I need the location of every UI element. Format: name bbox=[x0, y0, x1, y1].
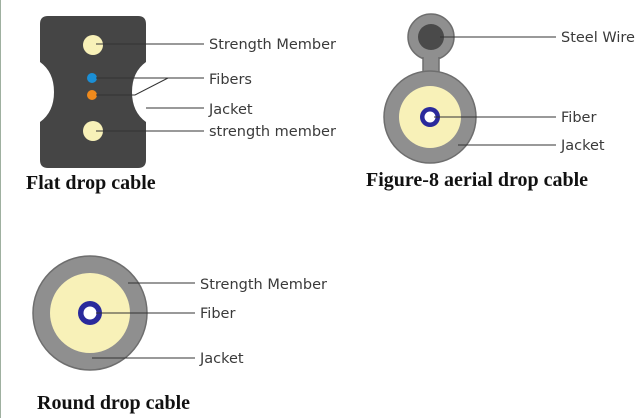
round-caption: Round drop cable bbox=[37, 392, 190, 414]
flat-strength-member-bottom bbox=[83, 121, 103, 141]
figure8-label-fiber: Fiber bbox=[561, 110, 596, 126]
round-fiber-core bbox=[83, 306, 97, 320]
figure8-caption: Figure-8 aerial drop cable bbox=[366, 169, 588, 191]
round-label-strength-member: Strength Member bbox=[200, 277, 327, 293]
figure8-steel-wire bbox=[418, 24, 444, 50]
round-label-jacket: Jacket bbox=[199, 351, 244, 367]
flat-strength-member-top bbox=[83, 35, 103, 55]
figure8-fiber-core bbox=[424, 111, 436, 123]
flat-label-strength-member: Strength Member bbox=[209, 37, 336, 53]
flat-label-jacket: Jacket bbox=[208, 102, 253, 118]
flat-label-fibers: Fibers bbox=[209, 72, 252, 88]
round-drop-cable-figure: Strength Member Fiber Jacket Round drop … bbox=[32, 255, 327, 414]
flat-fiber-blue bbox=[87, 73, 97, 83]
flat-fiber-orange bbox=[87, 90, 97, 100]
flat-leader-fiber-orange bbox=[96, 77, 169, 96]
round-label-fiber: Fiber bbox=[200, 306, 235, 322]
flat-caption: Flat drop cable bbox=[26, 172, 156, 194]
figure8-label-jacket: Jacket bbox=[560, 138, 605, 154]
flat-drop-cable-figure: Strength Member Fibers Jacket strength m… bbox=[26, 16, 336, 194]
figure8-label-steel-wire: Steel Wire bbox=[561, 30, 635, 46]
flat-label-strength-member-lower: strength member bbox=[209, 124, 336, 140]
figure8-drop-cable-figure: Steel Wire Fiber Jacket Figure-8 aerial … bbox=[366, 13, 635, 191]
